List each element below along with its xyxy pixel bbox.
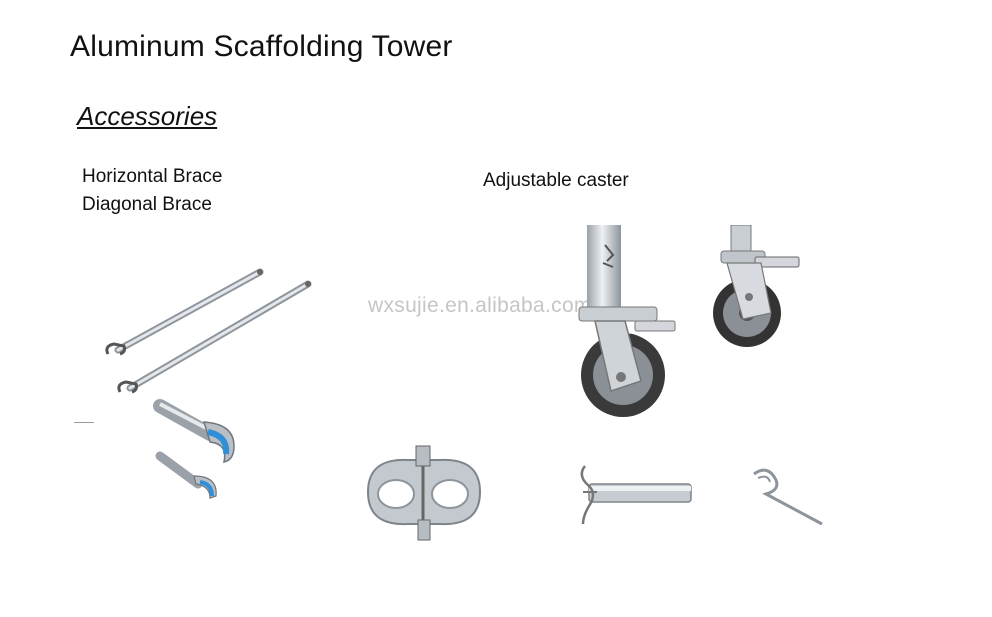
r-clip-picture — [753, 468, 823, 526]
divider-mark — [74, 422, 94, 423]
caster-large-picture — [578, 225, 676, 417]
brace-tubes-picture — [105, 268, 312, 394]
horizontal-brace-label: Horizontal Brace — [82, 166, 223, 187]
brace-hook-closeup-picture — [153, 399, 235, 499]
adjustable-caster-label: Adjustable caster — [483, 170, 629, 191]
watermark: wxsujie.en.alibaba.com — [368, 294, 592, 317]
pin-picture — [580, 465, 692, 525]
page-title: Aluminum Scaffolding Tower — [70, 30, 453, 63]
caster-small-picture — [713, 225, 800, 347]
section-subtitle: Accessories — [77, 101, 218, 131]
diagonal-brace-label: Diagonal Brace — [82, 194, 212, 215]
coupler-clamp-picture — [366, 445, 482, 541]
